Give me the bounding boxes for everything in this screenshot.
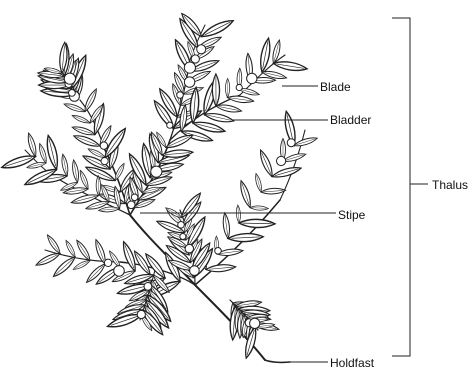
leaf-blade [254,173,263,193]
bladder [277,156,286,165]
leaf-blade [273,60,308,73]
leaf-blade [78,169,90,189]
leaf-blade [64,239,77,258]
leaf-blade [261,188,286,195]
bladder [114,266,125,277]
leaf-blade [60,154,69,177]
leaf-blade [96,176,101,196]
bladder [215,248,222,255]
leaf-blade [204,111,235,124]
leaf-blade [44,135,60,171]
leaf-blade [200,17,235,40]
bladder [191,55,199,63]
leaf-blade [71,113,91,125]
bladder [190,266,200,276]
bladder [167,122,173,128]
blade-leaves [1,11,319,359]
holdfast-label: Holdfast [330,356,374,370]
bladder [250,318,260,328]
bladder [144,283,152,291]
bladder [184,62,195,73]
leaf-blade [250,205,269,210]
bladder [127,201,135,209]
leaf-blade [238,180,253,209]
bladder [131,194,138,201]
bladder [151,166,162,177]
bladder [137,310,145,318]
bladder [178,222,185,229]
leaf-blade [228,233,264,243]
leaf-blade [38,143,49,164]
leaf-blade [258,149,275,178]
leaf-blade [35,251,62,268]
bladder [101,158,108,165]
bladder [247,73,257,83]
bladder [64,73,75,84]
leaf-blade [73,133,101,149]
bladder [100,142,107,149]
bladder [185,244,193,252]
leaf-blade [258,37,272,72]
leaf-blade [293,136,318,149]
thalus-bracket [392,18,410,356]
leaf-blade [72,259,91,272]
bladder [69,90,76,97]
leaf-blade [225,78,229,97]
bladder [184,77,194,87]
bladder [197,45,206,54]
bladder [236,84,242,90]
leaf-blade [82,88,98,113]
leaf-blade [222,213,231,239]
leaf-blade [236,205,241,223]
leaf-blade [71,159,80,183]
leaf-blade [271,165,302,180]
leaf-blade [71,125,96,137]
bladder [104,259,111,266]
stipe-label: Stipe [338,208,365,222]
leaf-blade [239,219,275,228]
bladder [287,139,295,147]
leaf-blade [45,234,62,255]
leaf-blade [212,74,219,106]
bladder [180,234,186,240]
leaf-blade [271,39,282,64]
bladder [177,92,184,99]
leaf-blade [227,95,254,104]
bladder-label: Bladder [330,113,371,127]
thalus-label: Thalus [432,178,468,192]
blade-label: Blade [320,80,351,94]
